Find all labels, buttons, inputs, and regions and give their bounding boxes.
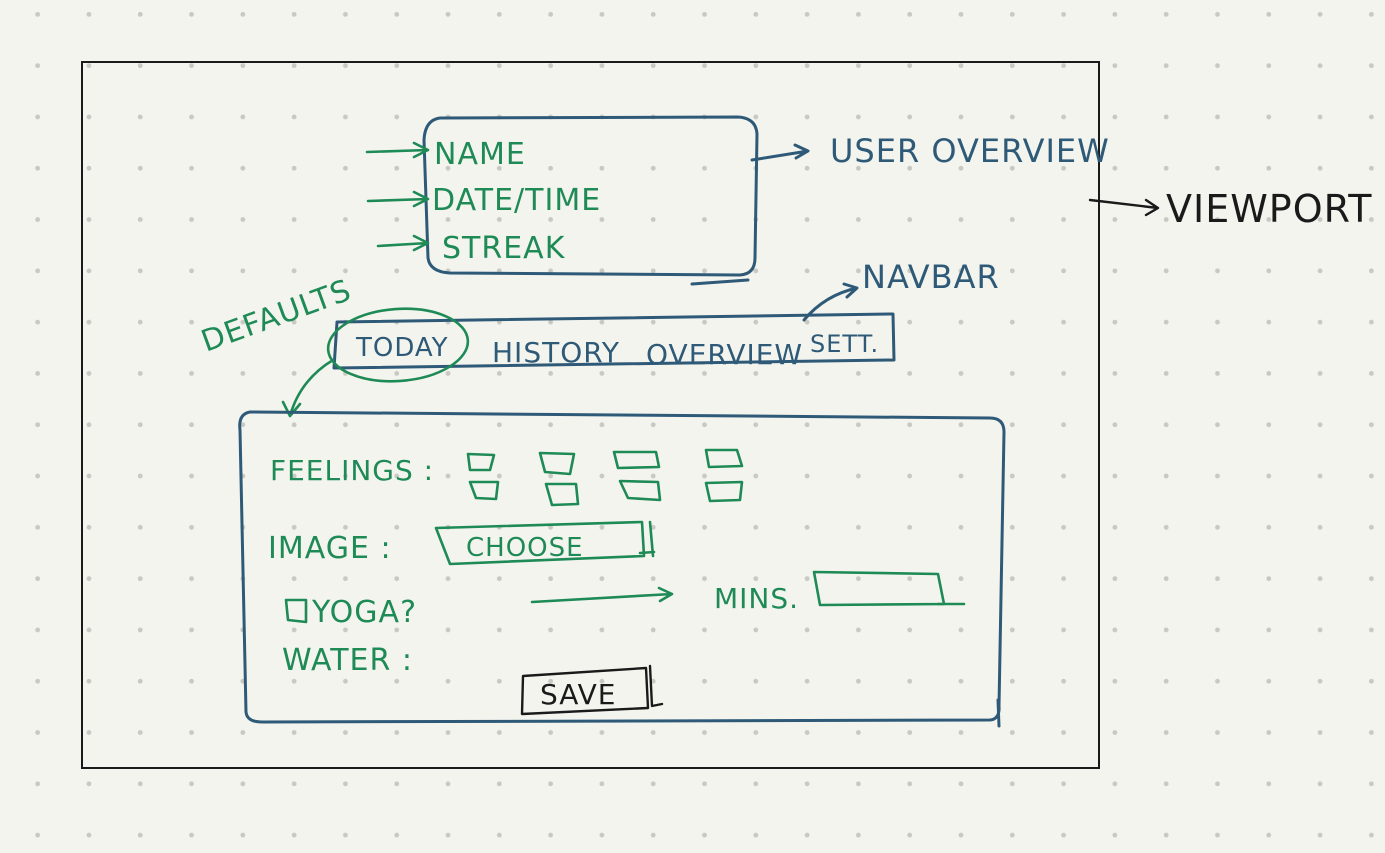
today-form-box [238, 410, 1006, 724]
yoga-checkbox[interactable] [284, 598, 308, 624]
mins-field[interactable] [812, 570, 946, 607]
feeling-option[interactable] [468, 480, 500, 501]
feelings-label: Feelings : [270, 454, 434, 487]
navbar-arrow [802, 282, 859, 322]
defaults-label: Defaults [197, 273, 357, 360]
arrow-streak [376, 234, 430, 252]
mins-label: Mins. [714, 582, 799, 615]
feeling-option[interactable] [618, 479, 662, 502]
feeling-option[interactable] [704, 448, 744, 469]
arrow-datetime [366, 190, 430, 208]
today-form-box-tail [996, 698, 1001, 728]
navbar-label: Navbar [862, 258, 1000, 296]
field-name: Name [434, 137, 526, 172]
choose-button-label[interactable]: Choose [466, 533, 584, 563]
tab-overview[interactable]: Overview [646, 338, 803, 371]
yoga-label: Yoga? [311, 595, 417, 630]
defaults-arrow [281, 358, 335, 418]
field-streak: Streak [442, 231, 566, 266]
water-label: Water : [282, 643, 413, 678]
choose-button[interactable] [434, 520, 646, 566]
save-button-tail [648, 664, 664, 708]
choose-button-tail [638, 520, 656, 558]
feeling-option[interactable] [704, 480, 744, 503]
viewport-arrow [1088, 198, 1160, 217]
tab-today[interactable]: Today [355, 333, 449, 363]
user-overview-box [422, 115, 759, 277]
image-label: Image : [268, 531, 392, 566]
arrow-name [365, 141, 430, 159]
yoga-to-mins-arrow [530, 586, 674, 604]
save-button-label[interactable]: Save [540, 678, 617, 711]
feelings-options [466, 448, 744, 507]
field-datetime: Date/Time [432, 183, 601, 218]
user-overview-box-tail [690, 278, 750, 286]
viewport-label: Viewport [1166, 187, 1372, 231]
viewport-frame [81, 61, 1100, 769]
tab-settings[interactable]: Sett. [810, 330, 879, 358]
feeling-option[interactable] [466, 452, 496, 472]
default-tab-circle [326, 307, 470, 383]
feeling-option[interactable] [612, 450, 661, 470]
save-button[interactable] [520, 666, 650, 716]
tab-history[interactable]: History [492, 336, 620, 369]
navbar-box [332, 312, 896, 370]
feeling-option[interactable] [538, 451, 576, 476]
user-overview-label: User Overview [830, 132, 1110, 170]
user-overview-arrow [750, 143, 810, 162]
feeling-option[interactable] [544, 482, 580, 507]
